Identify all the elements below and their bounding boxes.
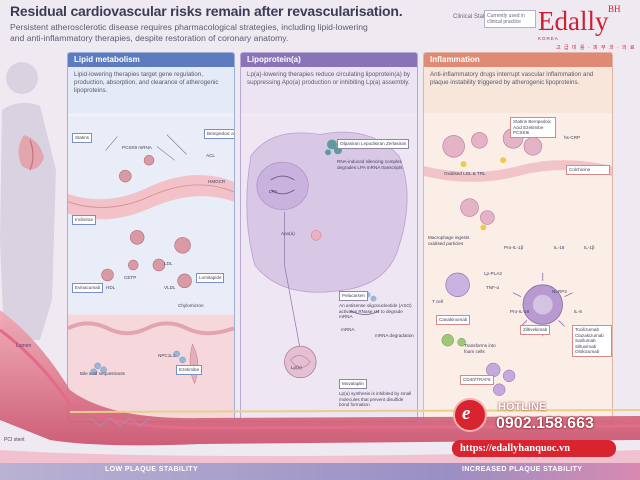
- inflammation-illustration: [424, 116, 612, 420]
- panel-inflammation-title: Inflammation: [424, 53, 612, 67]
- label-pro-il1b: Pro-IL-1β: [504, 245, 524, 250]
- label-oxidised-ldl: Oxidised LDL & TRL: [444, 171, 486, 176]
- increased-plaque-stability-label: INCREASED PLAQUE STABILITY: [462, 466, 583, 473]
- website-link-pill[interactable]: [452, 440, 616, 457]
- label-chylomicron: Chylomicron: [178, 303, 204, 308]
- label-cd40-traf6: CD40/TRAF6: [460, 375, 494, 385]
- label-pci-stent: PCI stent: [4, 437, 25, 443]
- clinical-status-legend: Currently used in clinical practice: [484, 10, 536, 28]
- panel-lipoprotein-a: Lipoprotein(a) Lp(a)-lowering therapies …: [240, 52, 418, 422]
- label-evinacumab: Evinacumab: [72, 283, 104, 293]
- brand-logo: Edally BH KOREA 고 급 미 용 · 피 부 과 · 의 료 기 …: [538, 4, 636, 58]
- label-lp-pla2: Lp-PLA2: [484, 271, 502, 276]
- hotline-phone-number[interactable]: 0902.158.663: [496, 415, 594, 432]
- label-lpa: Lp(a): [291, 365, 302, 370]
- label-il18: IL-18: [554, 245, 565, 250]
- hotline-phone-icon[interactable]: [453, 398, 487, 432]
- human-silhouette-illustration: [0, 62, 56, 340]
- plaque-stability-gradient-bar: [0, 463, 640, 480]
- label-nlrp3: NLRP3: [552, 289, 567, 294]
- panel-lipoprotein-a-description: Lp(a)-lowering therapies reduce circulat…: [241, 67, 417, 113]
- low-plaque-stability-label: LOW PLAQUE STABILITY: [105, 466, 199, 473]
- label-mrna-degradation: mRNA degradation: [375, 333, 414, 338]
- hotline-label: HOTLINE: [498, 401, 547, 413]
- note-risc-silencing: RNA-induced silencing complex degrades L…: [337, 159, 403, 170]
- panel-inflammation: Inflammation Anti-inflammatory drugs int…: [423, 52, 613, 422]
- panel-inflammation-description: Anti-inflammatory drugs interrupt vascul…: [424, 67, 612, 113]
- label-mrna: mRNA: [341, 327, 355, 332]
- label-ziltivekimab: Ziltivekimab: [520, 325, 551, 335]
- label-tnf-alpha: TNF-α: [486, 285, 500, 290]
- label-macrophage: Macrophage ingests oxidised particles: [428, 235, 470, 246]
- hotline-phone-glyph: e: [462, 403, 471, 424]
- label-il6-inhibitors: Tocilizumab Clazakizumab Sarilumab Siltu…: [572, 325, 612, 357]
- label-cetp: CETP: [124, 275, 137, 280]
- panel-lipid-metabolism-title: Lipid metabolism: [68, 53, 234, 67]
- label-pro-il18: Pro-IL-18: [510, 309, 530, 314]
- label-hmgcr: HMGCR: [208, 179, 226, 184]
- label-hs-crp: hs-CRP: [564, 135, 581, 140]
- label-npc1l1: NPC1L1: [158, 353, 176, 358]
- label-bile-acid-sequestrants: Bile acid sequestrants: [80, 371, 125, 376]
- label-ldl: LDL: [164, 261, 173, 266]
- label-statins: Statins: [72, 133, 93, 143]
- page-title: Residual cardiovascular risks remain aft…: [10, 3, 403, 19]
- panel-lipoprotein-a-title: Lipoprotein(a): [241, 53, 417, 67]
- brand-logo-text: Edally: [538, 6, 609, 36]
- label-ezetimibe: Ezetimibe: [176, 365, 203, 375]
- lipoprotein-a-illustration: [241, 116, 417, 420]
- panel-lipid-metabolism: Lipid metabolism Lipid-lowering therapie…: [67, 52, 235, 422]
- label-pcsk9-mrna: PCSK9 mRNA: [122, 145, 152, 150]
- label-statins-group: Statins Bempedoic Acid Ezetimibe PCSK9i: [510, 117, 556, 138]
- page-subtitle: Persistent atherosclerotic disease requi…: [10, 22, 368, 43]
- label-bempedoic-acid: Bempedoic acid: [204, 129, 234, 139]
- label-vldl: VLDL: [164, 285, 176, 290]
- label-canakinumab: Canakinumab: [436, 315, 471, 325]
- label-muvalaplin: Muvalaplin: [339, 379, 367, 389]
- label-hdl: HDL: [106, 285, 116, 290]
- panel-lipid-metabolism-description: Lipid-lowering therapies target gene reg…: [68, 67, 234, 113]
- label-foam-cells: Transforms into foam cells: [464, 343, 496, 354]
- note-aso-rnase: An antisense oligonucleotide (ASO) activ…: [339, 303, 412, 319]
- label-acl: ACL: [206, 153, 215, 158]
- label-il1b: IL-1β: [584, 245, 595, 250]
- label-pelacarsen: Pelacarsen: [339, 291, 368, 301]
- label-lomitapide: Lomitapide: [196, 273, 225, 283]
- label-colchicine: Colchicine: [566, 165, 610, 175]
- note-lpa-synthesis: Lp(a) synthesis is inhibited by small mo…: [339, 391, 412, 407]
- website-link[interactable]: https://edallyhanquoc.vn: [460, 443, 570, 454]
- clinical-status-label: Clinical Status:: [453, 14, 493, 20]
- label-apo-a: Apo(a): [281, 231, 295, 236]
- label-lumen: Lumen: [16, 343, 32, 349]
- brand-logo-superscript: BH: [608, 4, 621, 14]
- label-inclisiran: Inclisiran: [72, 215, 97, 225]
- brand-logo-korea: KOREA: [538, 36, 559, 41]
- label-sirna-silencers: Olpasiran Lepodisiran Zerlasiran: [337, 139, 410, 149]
- label-t-cell: T cell: [432, 299, 443, 304]
- label-lpa-gene: LPA: [269, 189, 278, 194]
- label-il6: IL-6: [574, 309, 582, 314]
